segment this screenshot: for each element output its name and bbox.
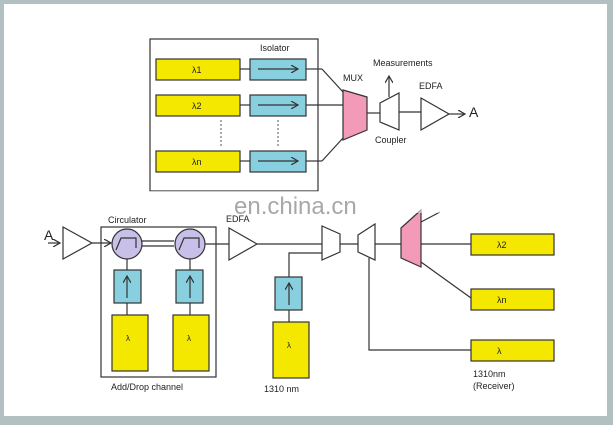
source-1310-label: 1310 nm bbox=[264, 384, 299, 394]
coupler-label: Coupler bbox=[375, 135, 407, 145]
measurements-label: Measurements bbox=[373, 58, 433, 68]
wdm-diagram: Isolator λ1 λ2 λn MUX Measurements Coupl… bbox=[4, 38, 607, 394]
output-a-label: A bbox=[469, 104, 479, 120]
mux bbox=[342, 89, 368, 141]
wdm-combiner bbox=[321, 225, 341, 261]
coupler bbox=[379, 92, 400, 131]
watermark-band bbox=[4, 191, 607, 213]
wire bbox=[368, 258, 471, 351]
wire bbox=[420, 261, 472, 299]
receiver-label-line2: (Receiver) bbox=[473, 381, 515, 391]
receiver-2 bbox=[470, 233, 555, 256]
add-drop-frame bbox=[100, 226, 217, 378]
laser-source-1-label: λ1 bbox=[192, 65, 202, 75]
circulator-path-icon bbox=[115, 237, 137, 251]
add-laser-2-label: λ bbox=[187, 334, 191, 343]
wire bbox=[288, 252, 322, 282]
laser-1310 bbox=[272, 321, 310, 379]
receiver-n-label: λn bbox=[497, 295, 507, 305]
edfa-amplifier-bottom bbox=[228, 226, 259, 262]
wire bbox=[420, 211, 441, 223]
edfa-amplifier-top bbox=[420, 96, 451, 132]
add-laser-1-label: λ bbox=[126, 334, 130, 343]
circulator-label: Circulator bbox=[108, 215, 147, 225]
demux bbox=[400, 208, 422, 268]
laser-1310-label: λ bbox=[287, 341, 291, 350]
receiver-1310-label: λ bbox=[497, 346, 502, 356]
isolator-label: Isolator bbox=[260, 43, 290, 53]
receiver-1310 bbox=[470, 339, 555, 362]
add-drop-label: Add/Drop channel bbox=[111, 382, 183, 392]
preamp-amplifier bbox=[62, 225, 94, 261]
add-laser-1 bbox=[111, 314, 149, 372]
circulator-1 bbox=[111, 228, 143, 260]
edfa-bottom-label: EDFA bbox=[226, 214, 250, 224]
receiver-label-line1: 1310nm bbox=[473, 369, 506, 379]
wdm-splitter bbox=[357, 222, 376, 261]
wire bbox=[321, 137, 344, 162]
circulator-path-icon bbox=[178, 237, 200, 251]
circulator-2 bbox=[174, 228, 206, 260]
laser-source-n-label: λn bbox=[192, 157, 202, 167]
add-laser-2 bbox=[172, 314, 210, 372]
mux-label: MUX bbox=[343, 73, 363, 83]
edfa-top-label: EDFA bbox=[419, 81, 443, 91]
receiver-2-label: λ2 bbox=[497, 240, 507, 250]
watermark: en.china.cn bbox=[234, 193, 357, 220]
input-a-label: A bbox=[44, 227, 54, 243]
wire bbox=[321, 68, 344, 93]
laser-source-2-label: λ2 bbox=[192, 101, 202, 111]
receiver-n bbox=[470, 288, 555, 311]
diagram-canvas: Isolator λ1 λ2 λn MUX Measurements Coupl… bbox=[4, 4, 607, 416]
